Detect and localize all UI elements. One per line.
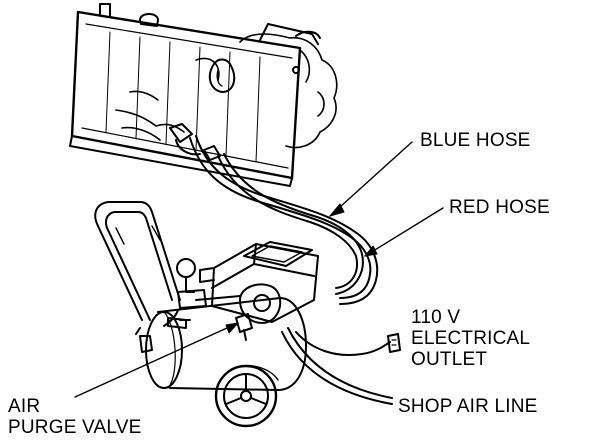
outlet-label-line2: ELECTRICAL	[411, 328, 531, 349]
shop-air-line	[281, 327, 393, 405]
electrical-outlet-label: 110 V ELECTRICAL OUTLET	[411, 307, 530, 370]
shop-air-line-label: SHOP AIR LINE	[398, 396, 538, 417]
blue-hose-label: BLUE HOSE	[420, 130, 531, 151]
air-purge-valve-label: AIR PURGE VALVE	[8, 396, 141, 438]
engine	[115, 33, 338, 149]
purge-label-line1: AIR	[8, 396, 41, 417]
leader-lines	[74, 141, 444, 398]
red-hose-label: RED HOSE	[449, 197, 550, 218]
blue-hose	[189, 135, 379, 305]
compressor-motor	[163, 241, 319, 329]
outlet-label-line1: 110 V	[411, 307, 461, 328]
electrical-cord	[295, 331, 401, 356]
air-tank	[135, 297, 307, 391]
purge-label-line2: PURGE VALVE	[8, 417, 142, 438]
compressor-handle	[94, 201, 181, 321]
air-purge-valve	[235, 313, 253, 341]
radiator	[69, 3, 321, 187]
red-hose-leader	[364, 207, 444, 257]
purge-valve-leader	[74, 322, 239, 398]
outlet-label-line3: OUTLET	[411, 349, 488, 370]
blue-hose-leader	[329, 141, 413, 217]
red-hose	[217, 153, 364, 295]
wheel	[214, 364, 279, 428]
